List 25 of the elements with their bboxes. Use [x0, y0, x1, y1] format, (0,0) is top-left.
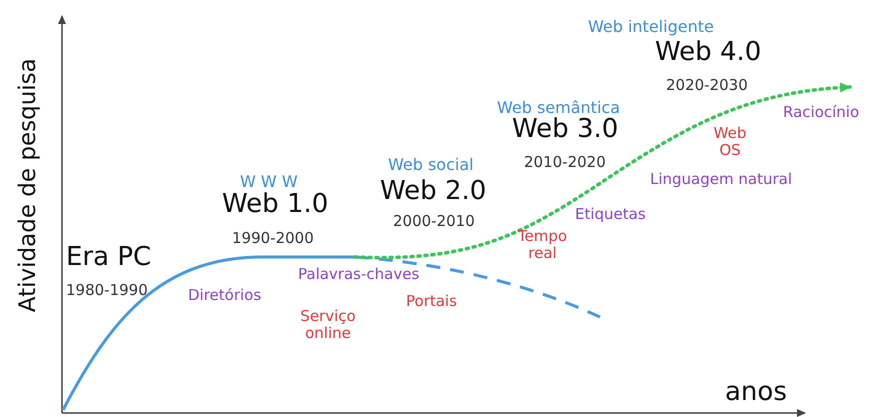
feature-label: Web OS: [712, 125, 748, 160]
era-heading: Web 4.0: [655, 38, 762, 68]
feature-label: Serviço online: [299, 308, 357, 342]
feature-label: Linguagem natural: [650, 171, 792, 188]
feature-label: Portais: [406, 293, 457, 310]
year-range: 2010-2020: [524, 154, 606, 172]
feature-label: Raciocínio: [783, 104, 860, 122]
year-range: 1990-2000: [232, 230, 314, 248]
feature-label: Etiquetas: [575, 206, 646, 224]
era-heading: Web 2.0: [380, 177, 486, 207]
era-subtitle: Web social: [388, 156, 474, 174]
era-heading: Era PC: [66, 243, 152, 273]
axis-title: anos: [725, 378, 787, 408]
era-subtitle: Web semântica: [497, 99, 620, 117]
era-heading: Web 3.0: [512, 115, 618, 145]
axis-title: Atividade de pesquisa: [14, 58, 42, 312]
era-heading: Web 1.0: [222, 190, 328, 220]
era-subtitle: Web inteligente: [588, 18, 714, 36]
year-range: 2000-2010: [393, 213, 475, 230]
year-range: 2020-2030: [666, 77, 748, 94]
feature-label: Tempo real: [516, 228, 568, 262]
feature-label: Palavras-chaves: [298, 266, 420, 284]
era-subtitle: W W W: [240, 173, 298, 192]
feature-label: Diretórios: [188, 287, 262, 304]
year-range: 1980-1990: [66, 282, 148, 300]
